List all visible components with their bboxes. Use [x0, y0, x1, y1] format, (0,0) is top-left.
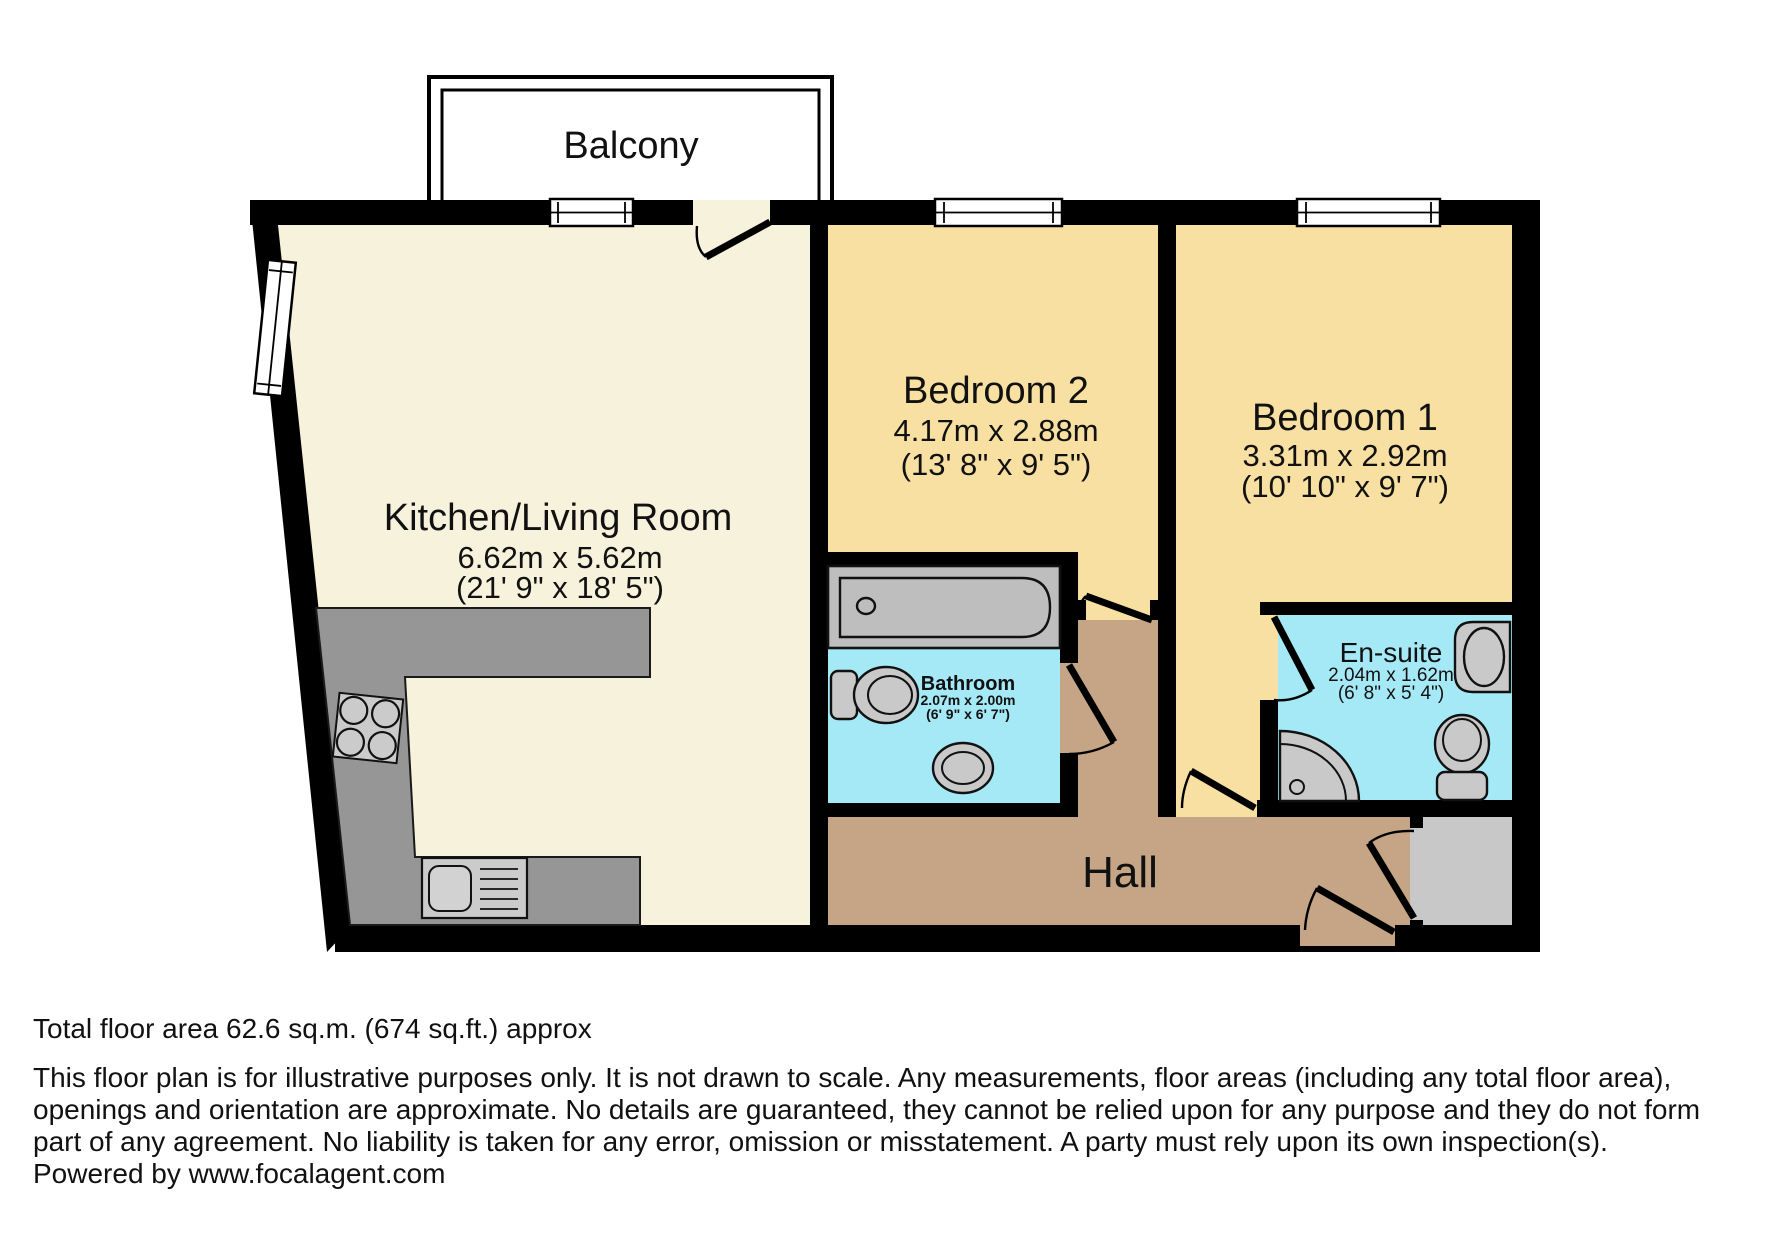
cupboard-door-opening [1410, 828, 1423, 920]
kitchen-living-label: Kitchen/Living Room [384, 497, 733, 539]
bedroom2-floor [828, 225, 1158, 620]
bedroom2-dim-imperial: (13' 8" x 9' 5") [901, 447, 1092, 482]
doors [695, 218, 1418, 936]
bathroom-fixtures [826, 564, 1062, 795]
bathroom-dim-metric: 2.07m x 2.00m [921, 692, 1016, 708]
sink-icon [420, 856, 529, 920]
hob-icon [331, 691, 405, 765]
shower-icon [1278, 729, 1361, 803]
ensuite-toilet-icon [1433, 713, 1491, 802]
basin-icon [931, 741, 995, 795]
front-door-threshold [1300, 946, 1395, 952]
labels: Balcony Kitchen/Living Room 6.62m x 5.62… [384, 125, 1454, 897]
bedroom2-dim-metric: 4.17m x 2.88m [893, 413, 1098, 448]
kitchen-living-floor [277, 225, 810, 925]
window-kitchen-top [548, 197, 635, 228]
bathroom-label: Bathroom [921, 673, 1015, 695]
bedroom1-dim-imperial: (10' 10" x 9' 7") [1241, 469, 1449, 504]
ensuite-fixtures [1278, 620, 1512, 803]
balcony-door-opening [693, 200, 770, 225]
hall-label: Hall [1082, 848, 1158, 897]
bedroom2-label: Bedroom 2 [903, 370, 1089, 412]
bedroom1-door [1180, 767, 1257, 812]
floor-plan: Balcony Kitchen/Living Room 6.62m x 5.62… [250, 75, 1540, 952]
balcony-door [695, 218, 772, 261]
ensuite-dim-imperial: (6' 8" x 5' 4") [1338, 683, 1444, 704]
cupboard-door [1365, 829, 1418, 920]
window-bedroom1 [1295, 197, 1442, 228]
bedroom1-dim-metric: 3.31m x 2.92m [1242, 438, 1447, 473]
balcony-label: Balcony [563, 125, 698, 167]
window-kitchen-left [252, 258, 298, 398]
vanity-basin-icon [1453, 620, 1512, 694]
bathtub-icon [826, 564, 1062, 650]
bedroom2-door [1076, 592, 1154, 624]
window-bedroom2 [933, 197, 1064, 228]
ensuite-label: En-suite [1340, 637, 1443, 668]
hall-corridor-floor [1078, 620, 1158, 817]
bathroom-door-opening [1060, 663, 1078, 753]
kitchen-fixtures [314, 607, 651, 926]
bedroom1-door-opening [1176, 803, 1257, 817]
ensuite-door [1270, 615, 1316, 702]
bathroom-dim-imperial: (6' 9" x 6' 7") [926, 706, 1010, 722]
bedroom1-label: Bedroom 1 [1252, 397, 1438, 439]
ensuite-dim-metric: 2.04m x 1.62m [1328, 665, 1454, 686]
hall-floor [828, 817, 1410, 925]
front-door [1303, 884, 1396, 936]
disclaimer-text: This floor plan is for illustrative purp… [33, 1062, 1701, 1189]
toilet-icon [829, 665, 920, 725]
cupboard-floor [1423, 817, 1512, 925]
windows [252, 197, 1442, 398]
walls [250, 200, 1540, 952]
total-floor-area-text: Total floor area 62.6 sq.m. (674 sq.ft.)… [33, 1013, 592, 1044]
ensuite-door-opening [1260, 615, 1278, 700]
kitchen-living-dim-metric: 6.62m x 5.62m [457, 540, 662, 575]
kitchen-living-dim-imperial: (21' 9" x 18' 5") [456, 570, 664, 605]
bathroom-door [1065, 663, 1118, 756]
kitchen-counter [314, 607, 651, 926]
